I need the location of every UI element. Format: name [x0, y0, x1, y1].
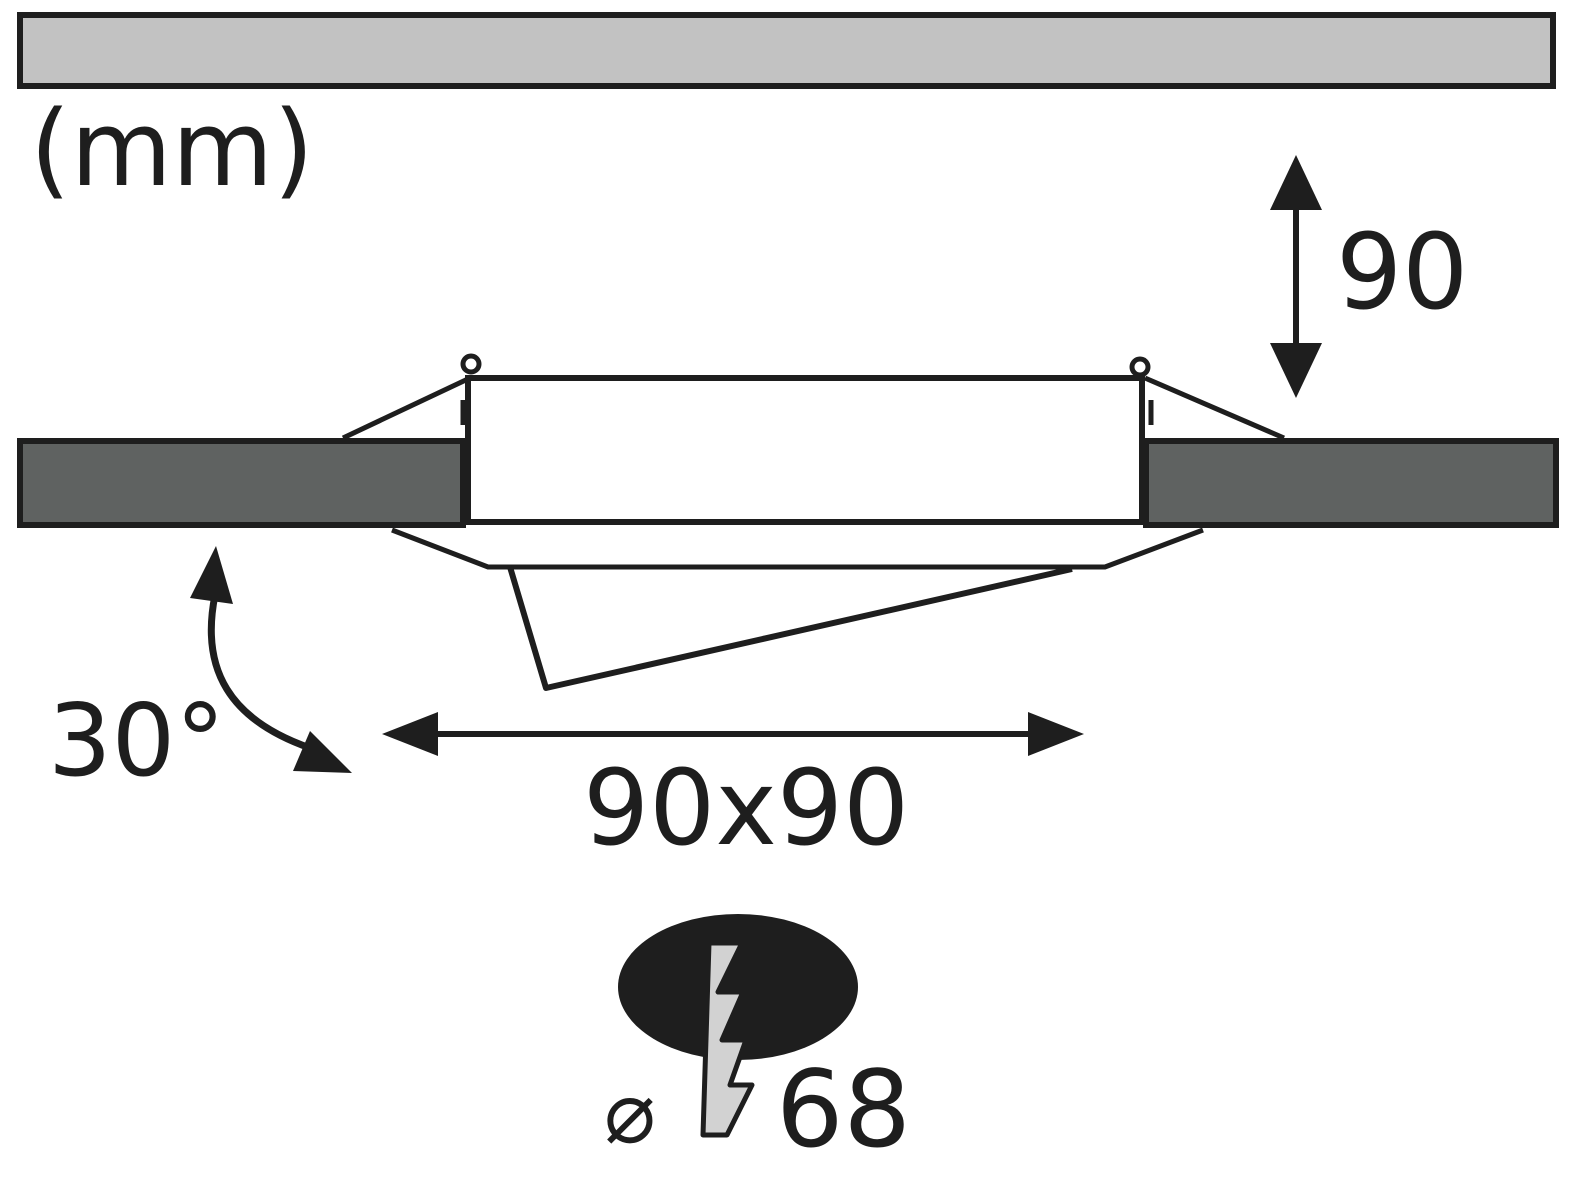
- tilt-angle-arrow: [190, 546, 352, 773]
- lightning-bolt-icon: [618, 914, 858, 1138]
- luminaire-bezel: [391, 527, 1204, 570]
- height-label: 90: [1336, 211, 1468, 333]
- cutout-diameter-symbol: ⌀: [604, 1063, 656, 1163]
- width-label: 90x90: [583, 747, 909, 869]
- spring-clip-left: [341, 353, 482, 441]
- spring-clip-right: [1129, 356, 1285, 441]
- height-dimension-arrow: [1270, 155, 1322, 398]
- unit-label: (mm): [30, 88, 314, 210]
- cutout-diameter-label: 68: [776, 1048, 911, 1171]
- top-reference-bar: [17, 12, 1556, 89]
- ceiling-panel-left: [17, 438, 466, 528]
- ceiling-panel-right: [1143, 438, 1559, 528]
- width-dimension-arrow: [382, 712, 1084, 756]
- tilt-angle-label: 30°: [48, 682, 225, 799]
- tilted-reflector: [507, 566, 1073, 691]
- luminaire-housing: [465, 375, 1145, 525]
